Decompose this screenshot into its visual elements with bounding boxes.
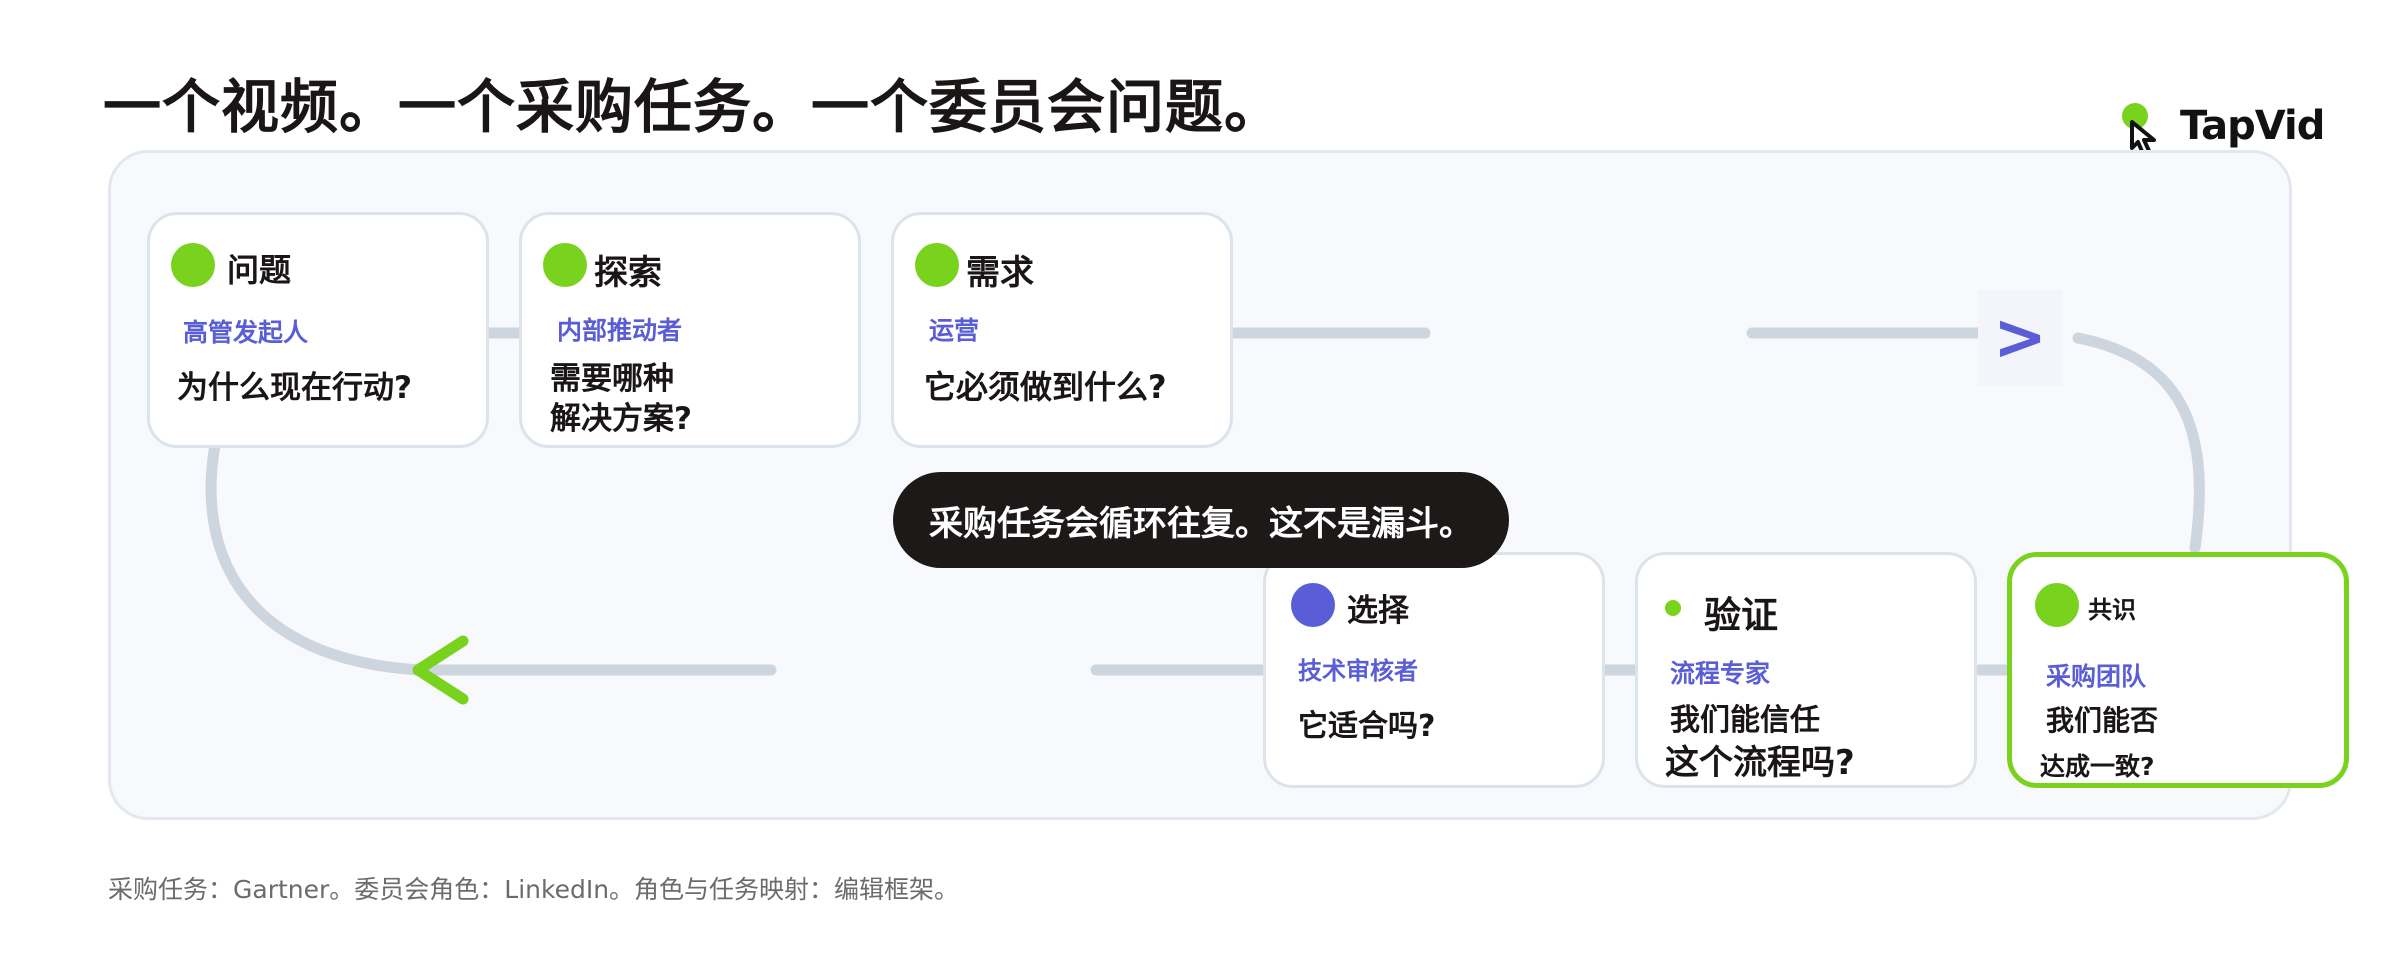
stage-role: 高管发起人 bbox=[183, 318, 309, 347]
stage-role: 采购团队 bbox=[2046, 662, 2147, 691]
connector-curve-right bbox=[2072, 332, 2205, 554]
stage-title: 验证 bbox=[1704, 594, 1778, 637]
stage-question-line-2: 这个流程吗? bbox=[1665, 743, 1855, 783]
source-footnote: 采购任务：Gartner。委员会角色：LinkedIn。角色与任务映射：编辑框架… bbox=[108, 875, 960, 904]
stage-question-line-1: 我们能否 bbox=[2046, 704, 2159, 737]
stage-question-line-2: 达成一致? bbox=[2040, 752, 2155, 781]
stage-card-requirements: 需求 运营 它必须做到什么? bbox=[891, 212, 1233, 448]
logo-text: TapVid bbox=[2180, 103, 2325, 149]
stage-question-line-2: 解决方案? bbox=[550, 401, 692, 437]
tapvid-logo: TapVid bbox=[2110, 98, 2330, 164]
stage-question: 它适合吗? bbox=[1298, 709, 1436, 744]
small-green-dot-icon bbox=[1665, 600, 1681, 616]
stage-title: 共识 bbox=[2088, 596, 2136, 624]
stage-card-validation: 验证 流程专家 我们能信任 这个流程吗? bbox=[1635, 552, 1977, 788]
hand-cursor-icon bbox=[2122, 103, 2156, 158]
stage-role: 流程专家 bbox=[1670, 659, 1771, 688]
stage-card-exploration: 探索 内部推动者 需要哪种 解决方案? bbox=[519, 212, 861, 448]
stage-title: 需求 bbox=[966, 253, 1034, 293]
green-dot-icon bbox=[2035, 583, 2079, 627]
stage-question-line-1: 我们能信任 bbox=[1670, 703, 1820, 738]
stage-question-line-1: 需要哪种 bbox=[550, 361, 674, 397]
stage-card-selection: 选择 技术审核者 它适合吗? bbox=[1263, 552, 1605, 788]
stage-question: 它必须做到什么? bbox=[924, 368, 1167, 406]
stage-role: 运营 bbox=[929, 316, 980, 345]
right-arrow-glyph: > bbox=[1978, 290, 2062, 386]
stage-role: 内部推动者 bbox=[557, 316, 683, 345]
headline: 一个视频。一个采购任务。一个委员会问题。 bbox=[103, 73, 1284, 141]
left-arrow-icon bbox=[412, 635, 469, 705]
stage-title: 探索 bbox=[594, 253, 662, 293]
stage-title: 选择 bbox=[1347, 593, 1409, 629]
callout-pill: 采购任务会循环往复。这不是漏斗。 bbox=[893, 472, 1509, 568]
stage-question: 为什么现在行动? bbox=[177, 370, 412, 406]
stage-role: 技术审核者 bbox=[1298, 657, 1418, 685]
stage-card-problem: 问题 高管发起人 为什么现在行动? bbox=[147, 212, 489, 448]
blue-dot-icon bbox=[1291, 583, 1335, 627]
green-dot-icon bbox=[171, 243, 215, 287]
green-dot-icon bbox=[915, 243, 959, 287]
green-dot-icon bbox=[543, 243, 587, 287]
stage-title: 问题 bbox=[227, 251, 292, 289]
stage-card-consensus: 共识 采购团队 我们能否 达成一致? bbox=[2007, 552, 2349, 788]
connector-curve-left bbox=[205, 439, 426, 676]
